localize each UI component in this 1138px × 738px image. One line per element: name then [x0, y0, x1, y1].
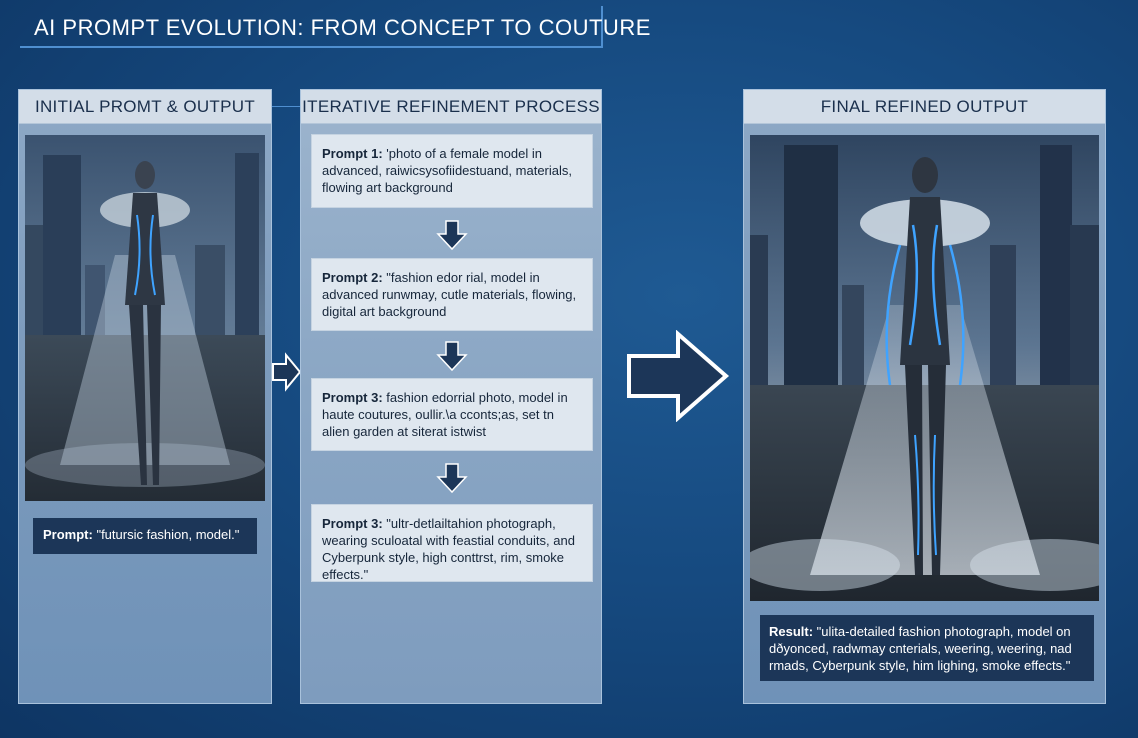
initial-output-image [25, 135, 265, 501]
final-output-panel: FINAL REFINED OUTPUT [743, 89, 1106, 704]
prompt-step-1-text: 'photo of a female model in advanced, ra… [322, 146, 573, 195]
large-right-arrow-icon [627, 330, 730, 422]
final-panel-header: FINAL REFINED OUTPUT [744, 90, 1105, 124]
initial-caption-text: "futursic fashion, model." [92, 527, 240, 542]
final-result-caption: Result: "ulita-detailed fashion photogra… [760, 615, 1094, 681]
final-photo-illustration [750, 135, 1099, 601]
connector-line [272, 106, 300, 107]
prompt-step-2-label: Prompt 2: [322, 270, 383, 285]
initial-photo-illustration [25, 135, 265, 501]
prompt-step-4-text: "ultr-detlailtahion photograph, wearing … [322, 516, 575, 582]
prompt-step-3-label: Prompt 3: [322, 390, 383, 405]
prompt-step-1-label: Prompt 1: [322, 146, 383, 161]
initial-prompt-caption: Prompt: "futursic fashion, model." [33, 518, 257, 554]
small-right-arrow-icon [272, 352, 302, 392]
prompt-step-2-text: "fashion edor rial, model in advanced ru… [322, 270, 577, 319]
prompt-step-3-text: fashion edorrial photo, model in haute c… [322, 390, 568, 439]
prompt-step-2: Prompt 2: "fashion edor rial, model in a… [311, 258, 593, 331]
initial-panel-header: INITIAL PROMT & OUTPUT [19, 90, 271, 124]
initial-output-panel: INITIAL PROMT & OUTPUT [18, 89, 272, 704]
initial-caption-label: Prompt: [43, 527, 93, 542]
down-arrow-icon [436, 463, 468, 494]
final-caption-text: "ulita-detailed fashion photograph, mode… [769, 624, 1072, 673]
iterative-panel-header: ITERATIVE REFINEMENT PROCESS [301, 90, 601, 124]
down-arrow-icon [436, 220, 468, 251]
prompt-step-3: Prompt 3: fashion edorrial photo, model … [311, 378, 593, 451]
down-arrow-icon [436, 341, 468, 372]
final-output-image [750, 135, 1099, 601]
prompt-step-4-label: Prompt 3: [322, 516, 383, 531]
final-caption-label: Result: [769, 624, 814, 639]
iterative-refinement-panel: ITERATIVE REFINEMENT PROCESS Prompt 1: '… [300, 89, 602, 704]
title-frame: AI PROMPT EVOLUTION: FROM CONCEPT TO COU… [20, 6, 650, 48]
prompt-step-1: Prompt 1: 'photo of a female model in ad… [311, 134, 593, 208]
prompt-step-4: Prompt 3: "ultr-detlailtahion photograph… [311, 504, 593, 582]
page-title: AI PROMPT EVOLUTION: FROM CONCEPT TO COU… [34, 15, 651, 40]
